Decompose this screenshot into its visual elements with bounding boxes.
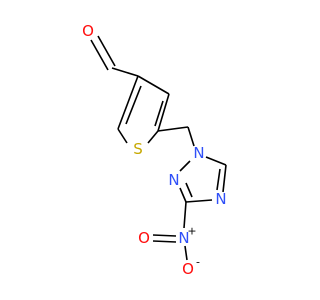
bond-ch2-n1	[187, 126, 195, 147]
atom-triazole-n1: N	[193, 144, 204, 162]
bond-c5t-n4-outer	[222, 164, 227, 193]
bond-c5-s	[147, 130, 159, 144]
bond-c3t-no2	[183, 201, 187, 229]
bond-c2-c3-inner	[125, 85, 142, 125]
atom-nitro-oxygen-single: O	[182, 260, 194, 278]
bond-c3-c4	[137, 75, 170, 95]
molecule-structure: O S N N N N + O O -	[82, 22, 227, 278]
bond-n2-n1	[179, 160, 191, 172]
bond-n1-c5t	[205, 156, 227, 166]
bond-c4-c5-outer	[157, 93, 170, 132]
bond-s-c2	[117, 128, 128, 144]
atom-nitro-nitrogen: N	[178, 229, 189, 247]
bond-c4-c5-inner	[154, 100, 164, 127]
atom-triazole-n4: N	[215, 190, 226, 208]
atom-triazole-n2: N	[168, 171, 179, 189]
bonds	[90, 35, 227, 261]
bond-no2-o-single	[184, 245, 188, 261]
bond-c3t-n2-outer	[179, 187, 187, 203]
bond-no2-o-double-2	[152, 240, 177, 243]
bond-cho-c3	[111, 67, 139, 77]
bond-no2-o-double-1	[152, 234, 177, 237]
bond-n4-c3t	[185, 199, 213, 203]
bond-c3t-n2-inner	[185, 182, 193, 198]
nitro-nitrogen-charge: +	[187, 225, 196, 238]
atom-aldehyde-oxygen: O	[82, 22, 94, 40]
bond-co-aldehyde-1	[97, 35, 116, 67]
bond-c5-ch2	[157, 126, 189, 132]
atom-nitro-oxygen-double: O	[138, 229, 150, 247]
bond-c2-c3-outer	[117, 75, 139, 130]
bond-c5t-n4-inner	[216, 168, 221, 191]
bond-co-aldehyde-2	[90, 39, 109, 71]
atom-ring-sulfur: S	[133, 140, 143, 158]
nitro-oxygen-charge: -	[196, 256, 200, 269]
atom-labels: O S N N N N + O O -	[82, 22, 227, 278]
